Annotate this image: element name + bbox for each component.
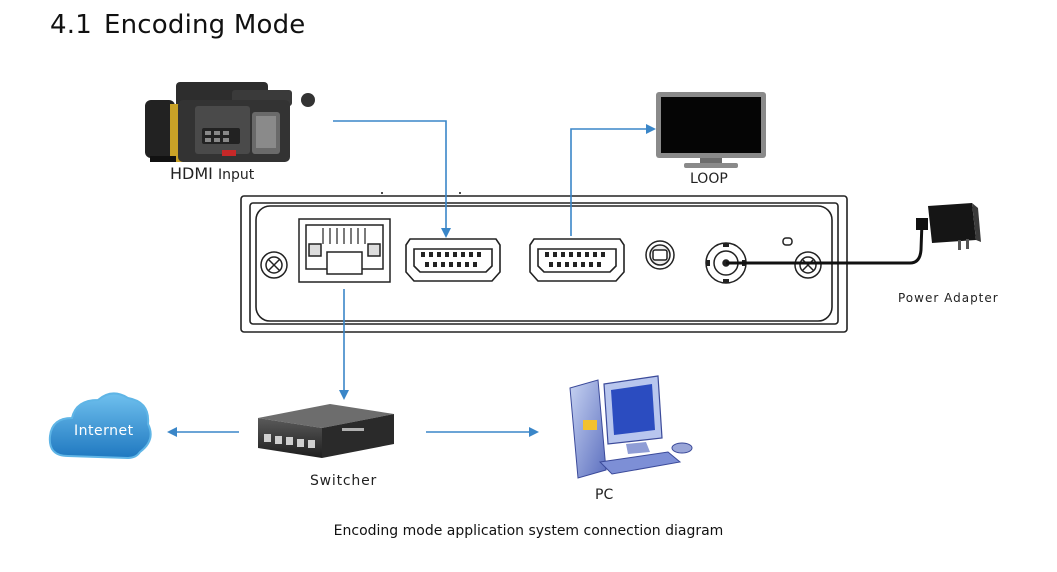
monitor-icon	[656, 92, 766, 168]
connection-arrows	[167, 120, 656, 437]
pc-icon	[569, 375, 693, 479]
section-number: 4.1	[50, 10, 92, 40]
screw-icon-right	[794, 251, 822, 279]
screw-icon-left	[260, 251, 288, 279]
pc-label: PC	[595, 487, 614, 503]
led-indicator	[782, 237, 793, 246]
camera-icon	[145, 82, 315, 162]
reset-button[interactable]	[645, 240, 675, 270]
switcher-label: Switcher	[310, 473, 378, 489]
internet-label: Internet	[74, 423, 134, 439]
internet-cloud-icon	[48, 392, 152, 460]
ethernet-port[interactable]	[298, 218, 391, 283]
arrow-camera-to-hdmi-in	[333, 120, 451, 238]
section-heading: 4.1 Encoding Mode	[50, 10, 305, 40]
hdmi-input-label: HDMI Input	[170, 164, 254, 183]
hdmi-input-label-main: HDMI	[170, 164, 213, 183]
section-title: Encoding Mode	[103, 10, 306, 40]
network-switch-icon	[258, 404, 394, 458]
diagram-caption: Encoding mode application system connect…	[333, 523, 724, 539]
hdmi-in-port[interactable]	[405, 238, 501, 282]
power-adapter-label: Power Adapter	[898, 291, 999, 305]
arrow-loop-to-monitor	[570, 124, 656, 236]
hdmi-input-label-sub: Input	[217, 167, 255, 183]
power-adapter-icon	[726, 203, 981, 265]
loop-label: LOOP	[690, 171, 728, 187]
hdmi-loop-port[interactable]	[529, 238, 625, 282]
